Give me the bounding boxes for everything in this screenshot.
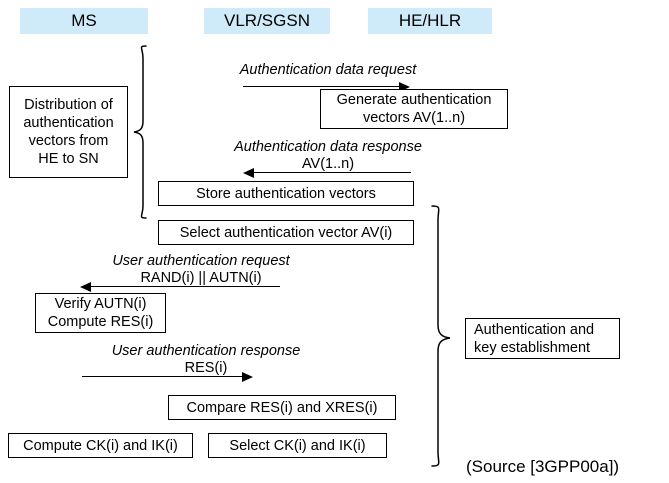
arrow-head-left-icon	[243, 168, 254, 178]
phase-box-distribution-line-2: authentication	[23, 115, 114, 131]
process-box-verify-autn: Verify AUTN(i) Compute RES(i)	[35, 293, 166, 333]
phase-box-auth-key-establishment-line-2: key establishment	[474, 339, 591, 356]
message-user-auth-response-label: User authentication response	[80, 343, 332, 360]
process-box-select-av-line-1: Select authentication vector AV(i)	[179, 224, 393, 241]
message-user-auth-request-sublabel: RAND(i) || AUTN(i)	[78, 270, 324, 287]
process-box-store-av-line-1: Store authentication vectors	[196, 185, 376, 202]
process-box-select-av: Select authentication vector AV(i)	[158, 220, 414, 245]
arrow-head-left-icon	[80, 282, 91, 292]
message-auth-data-request-arrow	[243, 82, 410, 93]
process-box-select-ck-ik: Select CK(i) and IK(i)	[208, 433, 387, 458]
lane-header-ms: MS	[20, 8, 148, 34]
process-box-verify-autn-line-1: Verify AUTN(i)	[54, 296, 147, 312]
phase-box-distribution-line-4: HE to SN	[38, 151, 99, 167]
process-box-generate-av: Generate authentication vectors AV(1..n)	[320, 89, 508, 129]
lane-header-vlr-sgsn-label: VLR/SGSN	[224, 11, 310, 30]
process-box-store-av: Store authentication vectors	[158, 181, 414, 206]
lane-header-he-hlr-label: HE/HLR	[398, 11, 462, 30]
arrow-head-right-icon	[242, 372, 253, 382]
source-note: (Source [3GPP00a])	[466, 456, 619, 477]
message-auth-data-response-arrow	[243, 168, 411, 179]
message-user-auth-response-primary: User authentication response	[111, 343, 301, 359]
lane-header-ms-label: MS	[71, 11, 97, 30]
phase-box-auth-key-establishment-line-1: Authentication and	[474, 321, 595, 338]
message-user-auth-response-arrow	[82, 372, 254, 383]
message-auth-data-response-primary: Authentication data response	[234, 139, 422, 155]
message-user-auth-request-arrow	[80, 282, 280, 293]
phase-box-distribution: Distribution of authentication vectors f…	[9, 86, 128, 178]
process-box-compare-res-line-1: Compare RES(i) and XRES(i)	[186, 399, 378, 416]
phase-box-distribution-line-1: Distribution of	[24, 97, 113, 113]
process-box-compare-res: Compare RES(i) and XRES(i)	[168, 395, 396, 420]
process-box-generate-av-line-2: vectors AV(1..n)	[362, 110, 466, 126]
message-auth-data-request-primary: Authentication data request	[239, 62, 417, 78]
message-auth-data-response-label: Authentication data response	[200, 139, 456, 156]
process-box-compute-ck-ik: Compute CK(i) and IK(i)	[8, 433, 193, 458]
phase-box-distribution-line-3: vectors from	[28, 133, 109, 149]
arrow-head-right-icon	[399, 82, 410, 92]
message-user-auth-request-primary: User authentication request	[112, 253, 290, 269]
message-auth-data-response-secondary: AV(1..n)	[301, 156, 355, 172]
message-auth-data-request-label: Authentication data request	[203, 62, 453, 79]
process-box-generate-av-line-1: Generate authentication	[336, 92, 492, 108]
phase-box-auth-key-establishment: Authentication and key establishment	[465, 318, 620, 359]
left-phase-brace	[133, 45, 147, 219]
process-box-select-ck-ik-line-1: Select CK(i) and IK(i)	[229, 437, 366, 454]
process-box-compute-ck-ik-line-1: Compute CK(i) and IK(i)	[23, 437, 178, 454]
lane-header-vlr-sgsn: VLR/SGSN	[204, 8, 330, 34]
message-user-auth-request-secondary: RAND(i) || AUTN(i)	[140, 270, 262, 286]
message-user-auth-response-secondary: RES(i)	[184, 360, 228, 376]
process-box-verify-autn-line-2: Compute RES(i)	[47, 314, 154, 330]
source-note-text: (Source [3GPP00a])	[466, 457, 620, 476]
right-phase-brace	[431, 205, 451, 467]
message-user-auth-response-sublabel: RES(i)	[80, 360, 332, 377]
lane-header-he-hlr: HE/HLR	[368, 8, 492, 34]
message-user-auth-request-label: User authentication request	[78, 253, 324, 270]
message-auth-data-response-sublabel: AV(1..n)	[200, 156, 456, 173]
